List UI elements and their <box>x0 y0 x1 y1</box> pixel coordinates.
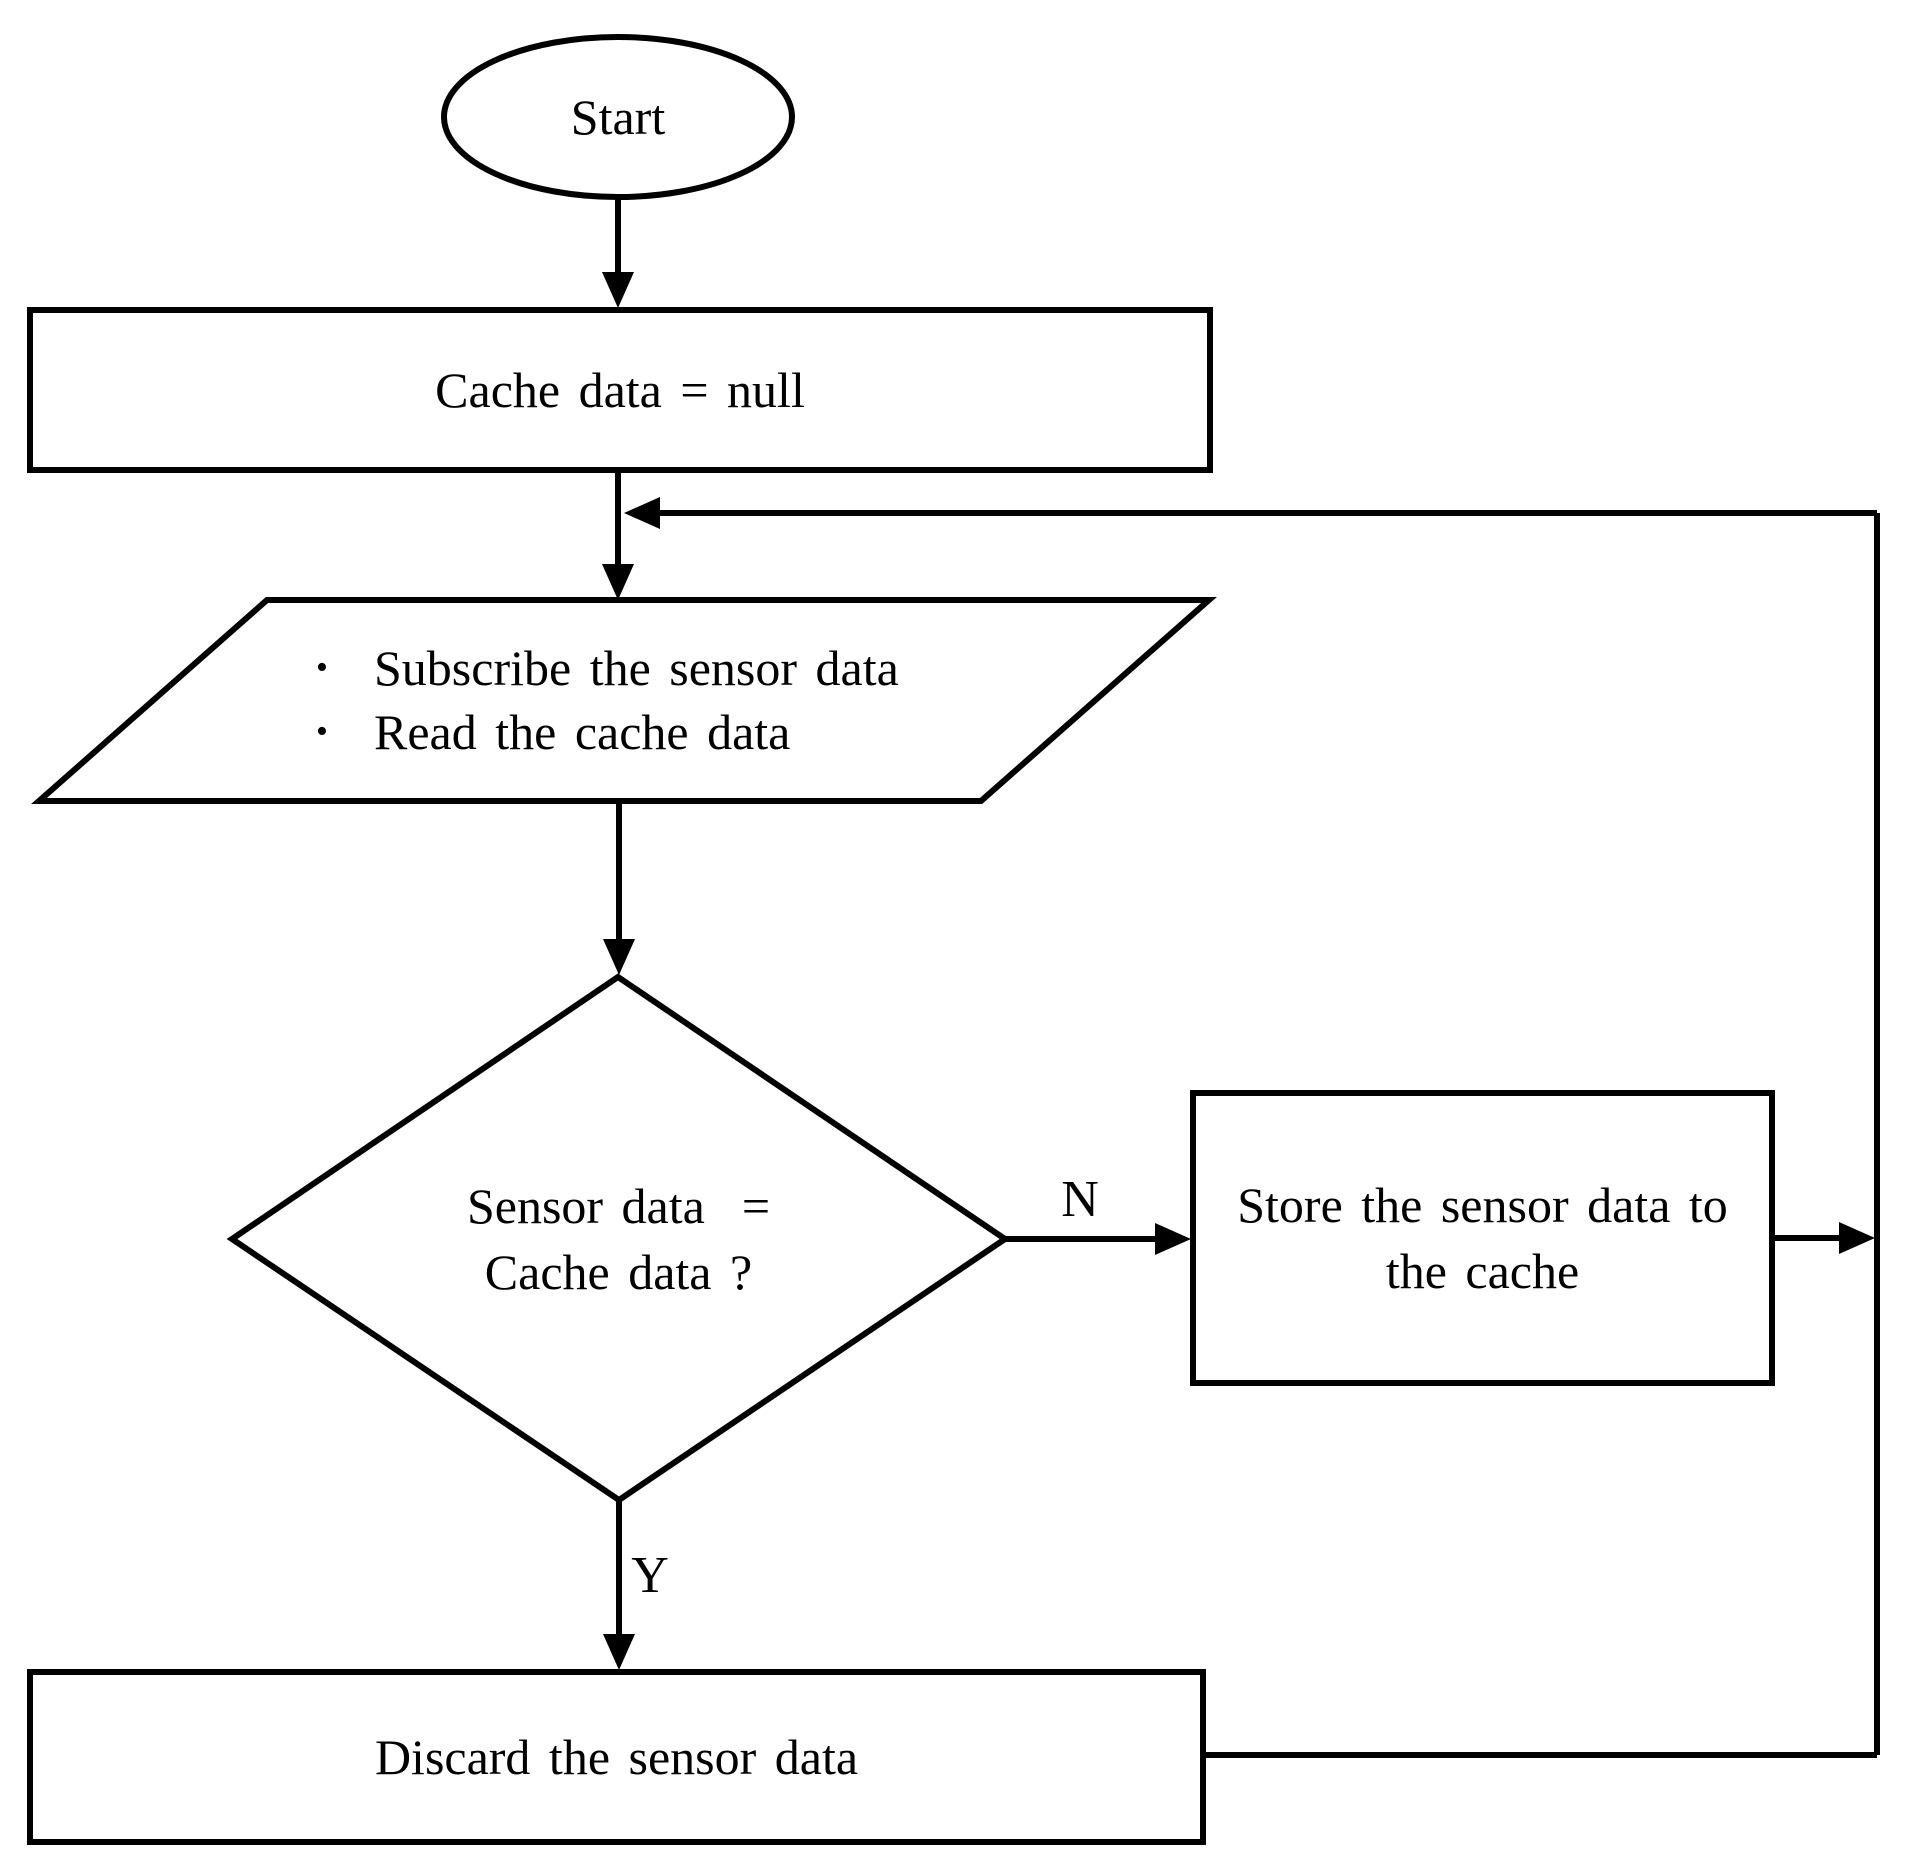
arrowhead-io-to-decision <box>603 939 635 975</box>
store-label: Store the sensor data to the cache <box>1193 1093 1772 1383</box>
decision-label-line2: Cache data ? <box>484 1243 753 1300</box>
arrowhead-init-to-io <box>602 564 634 600</box>
init-process-shape <box>27 307 1213 473</box>
arrowhead-store-to-feedback <box>1839 1222 1875 1254</box>
discard-label: Discard the sensor data <box>374 1729 859 1785</box>
start-label: Start <box>570 89 666 145</box>
bullet-icon: • <box>316 713 328 750</box>
arrowhead-decision-yes <box>603 1634 635 1670</box>
store-label-line1: Store the sensor data to <box>1237 1177 1728 1233</box>
io-parallelogram-shape <box>31 597 1217 804</box>
arrowhead-feedback-merge <box>624 497 660 529</box>
discard-process-shape <box>27 1669 1206 1845</box>
store-process-shape <box>1190 1090 1775 1386</box>
arrowhead-start-to-init <box>602 272 634 308</box>
io-item-label: Read the cache data <box>374 704 791 760</box>
arrowhead-decision-no <box>1155 1223 1191 1255</box>
no-branch-label: N <box>1061 1171 1099 1228</box>
decision-label: Sensor data = Cache data ? <box>232 977 1005 1500</box>
bullet-icon: • <box>316 649 328 686</box>
io-list-item: • Subscribe the sensor data <box>308 636 1138 700</box>
io-bullet-list: • Subscribe the sensor data • Read the c… <box>308 636 1138 764</box>
io-item-label: Subscribe the sensor data <box>374 640 899 696</box>
decision-label-line1: Sensor data = <box>466 1177 771 1234</box>
init-label: Cache data = null <box>435 362 805 418</box>
io-list-item: • Read the cache data <box>308 700 1138 764</box>
yes-branch-label: Y <box>631 1547 669 1604</box>
store-label-line2: the cache <box>1385 1243 1580 1299</box>
